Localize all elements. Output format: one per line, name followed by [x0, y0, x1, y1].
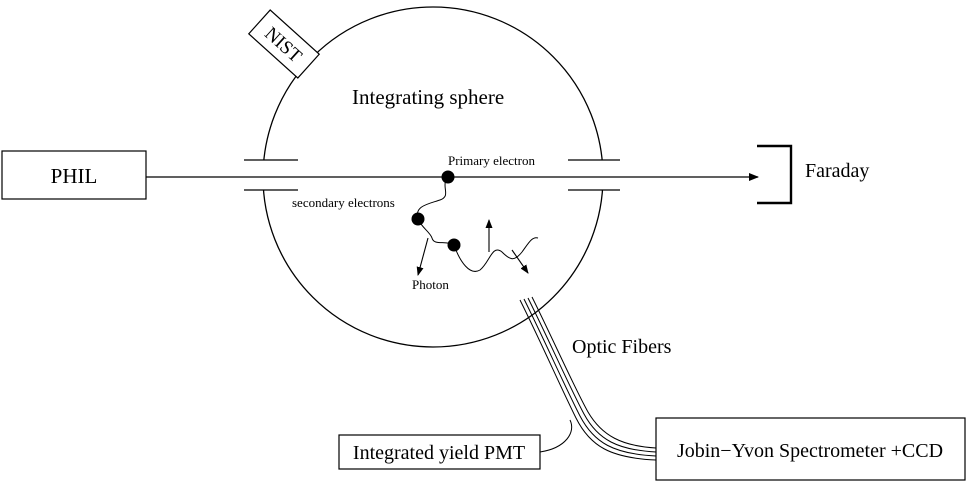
exit-port	[566, 159, 622, 191]
phil-source-box: PHIL	[1, 150, 147, 200]
entrance-port	[244, 159, 300, 191]
photon-label: Photon	[412, 277, 449, 292]
primary-electron-label: Primary electron	[448, 153, 535, 168]
secondary-electron-track-2	[417, 218, 455, 246]
spectrometer-box: Jobin−Yvon Spectrometer +CCD	[655, 417, 966, 481]
photon-arrow-right	[511, 249, 529, 274]
pmt-label: Integrated yield PMT	[353, 442, 525, 464]
integrating-sphere-label: Integrating sphere	[352, 85, 504, 109]
faraday-cup: Faraday	[757, 144, 869, 205]
optic-fiber-bundle	[519, 296, 657, 461]
photon-wavy-track	[453, 237, 539, 272]
nist-tag: NIST	[247, 9, 321, 79]
faraday-label: Faraday	[805, 160, 869, 182]
photon-arrow-left	[416, 237, 429, 276]
secondary-electron-track	[416, 176, 449, 220]
spectrometer-label: Jobin−Yvon Spectrometer +CCD	[677, 440, 943, 462]
phil-label: PHIL	[51, 164, 98, 188]
secondary-electrons-label: secondary electrons	[292, 195, 395, 210]
pmt-box: Integrated yield PMT	[338, 434, 541, 470]
optic-fibers-label: Optic Fibers	[572, 336, 672, 358]
